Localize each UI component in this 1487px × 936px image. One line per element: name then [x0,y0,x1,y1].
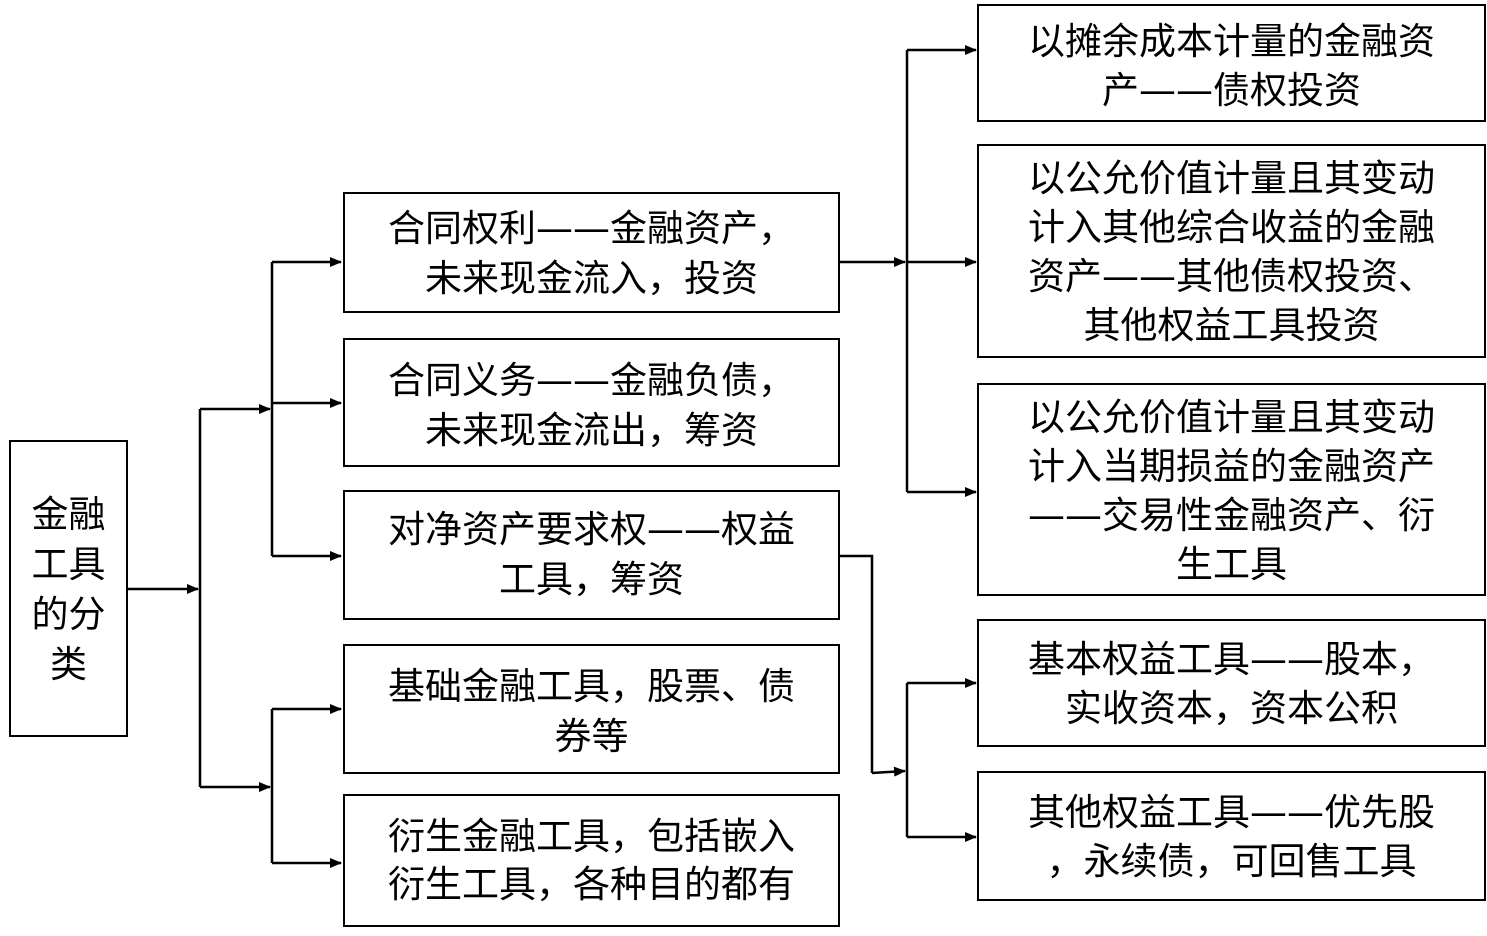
box-basic-equity: 基本权益工具——股本， 实收资本，资本公积 [977,619,1486,747]
box-fvtpl-line-2: 计入当期损益的金融资产 [1028,445,1435,488]
root-label-line-3: 的分 [31,593,106,636]
box-derivative-instruments: 衍生金融工具，包括嵌入 衍生工具，各种目的都有 [343,794,840,927]
box-contract-obligations: 合同义务——金融负债， 未来现金流出，筹资 [343,338,840,467]
root-label-line-2: 工具 [31,543,106,586]
box-contract-rights: 合同权利——金融资产， 未来现金流入，投资 [343,192,840,313]
box-amortized-cost: 以摊余成本计量的金融资 产——债权投资 [977,4,1486,122]
box-equity-claim-line-2: 工具，筹资 [499,558,684,601]
box-derivative-instruments-line-1: 衍生金融工具，包括嵌入 [388,815,795,858]
box-contract-rights-line-1: 合同权利——金融资产， [388,207,795,250]
box-fvtpl-line-3: ——交易性金融资产、衍 [1028,494,1435,537]
box-fvtpl: 以公允价值计量且其变动 计入当期损益的金融资产 ——交易性金融资产、衍 生工具 [977,383,1486,596]
box-other-equity-line-1: 其他权益工具——优先股 [1028,791,1435,834]
box-amortized-cost-line-2: 产——债权投资 [1102,69,1361,112]
root-label-line-1: 金融 [31,493,106,536]
box-fvoci-line-1: 以公允价值计量且其变动 [1028,157,1435,200]
box-derivative-instruments-line-2: 衍生工具，各种目的都有 [388,863,795,906]
box-contract-obligations-line-1: 合同义务——金融负债， [388,359,795,402]
root-box-financial-instruments: 金融 工具 的分 类 [9,440,128,737]
box-fvtpl-line-1: 以公允价值计量且其变动 [1028,396,1435,439]
box-other-equity: 其他权益工具——优先股 ，永续债，可回售工具 [977,771,1486,901]
connector-equity-out [838,554,874,773]
box-fvoci: 以公允价值计量且其变动 计入其他综合收益的金融 资产——其他债权投资、 其他权益… [977,144,1486,358]
box-contract-obligations-line-2: 未来现金流出，筹资 [425,409,758,452]
box-basic-equity-line-1: 基本权益工具——股本， [1028,638,1435,681]
connector-equity-to-trunk [871,766,906,777]
box-basic-equity-line-2: 实收资本，资本公积 [1065,687,1398,730]
box-fvtpl-line-4: 生工具 [1176,543,1287,586]
box-amortized-cost-line-1: 以摊余成本计量的金融资 [1028,20,1435,63]
box-other-equity-line-2: ，永续债，可回售工具 [1046,840,1417,883]
box-basic-instruments-line-1: 基础金融工具，股票、债 [388,665,795,708]
box-equity-claim: 对净资产要求权——权益 工具，筹资 [343,490,840,620]
box-basic-instruments-line-2: 券等 [554,715,629,758]
box-basic-instruments: 基础金融工具，股票、债 券等 [343,644,840,774]
root-label-line-4: 类 [50,643,87,686]
box-fvoci-line-3: 资产——其他债权投资、 [1028,255,1435,298]
box-fvoci-line-4: 其他权益工具投资 [1083,304,1380,347]
box-contract-rights-line-2: 未来现金流入，投资 [425,257,758,300]
box-fvoci-line-2: 计入其他综合收益的金融 [1028,206,1435,249]
box-equity-claim-line-1: 对净资产要求权——权益 [388,508,795,551]
